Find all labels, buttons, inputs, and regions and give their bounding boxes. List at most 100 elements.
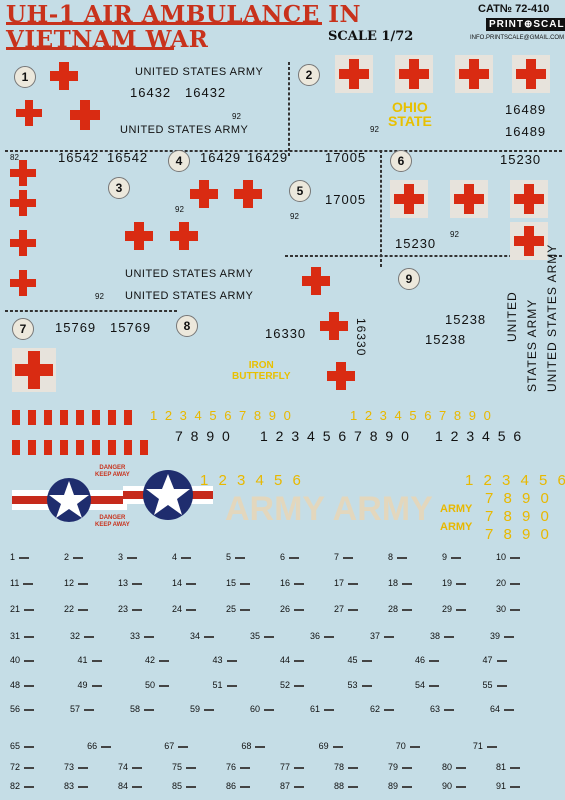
stencil-label: 65 [10,741,21,751]
red-cross-icon [10,190,36,216]
yellow-digits: 1 2 3 4 5 6 7 8 9 0 [150,408,293,423]
stencil-label: 23 [118,604,129,614]
stencil-number: 29 [442,604,467,614]
stencil-mark [19,556,30,559]
stencil-mark [510,608,521,611]
stencil-number: 79 [388,762,413,772]
red-cross-icon [394,184,424,214]
stencil-number: 44 [280,655,305,665]
stencil-mark [181,556,192,559]
stencil-number: 70 [396,741,420,751]
stencil-label: 42 [145,655,156,665]
stencil-label: 73 [64,762,75,772]
stencil-mark [294,684,305,687]
stencil-mark [289,556,300,559]
divider [5,310,177,312]
stencil-number: 76 [226,762,251,772]
stencil-mark [240,582,251,585]
stencil-number: 2 [64,552,84,562]
contact-email: INFO.PRINTSCALE@GMAIL.COM [470,35,565,41]
variant-badge-7: 7 [12,318,34,340]
stencil-mark [24,608,35,611]
stencil-label: 48 [10,680,21,690]
stencil-label: 9 [442,552,448,562]
stencil-mark [186,608,197,611]
black-digits: 1 2 3 4 5 6 7 8 9 0 [260,428,411,444]
stencil-label: 35 [250,631,261,641]
stencil-number: 33 [130,631,155,641]
stencil-mark [402,582,413,585]
stencil-label: 10 [496,552,507,562]
stencil-label: 19 [442,578,453,588]
stencil-mark [132,766,143,769]
stencil-number: 86 [226,781,251,791]
serial: 16432 [130,85,172,100]
stencil-number: 35 [250,631,275,641]
stencil-mark [186,785,197,788]
brand-logo: PRINT⊕SCALE [486,18,565,31]
stencil-number: 83 [64,781,89,791]
serial: 16489 [505,124,547,139]
serial: 15238 [425,332,467,347]
stencil-number: 5 [226,552,246,562]
stencil-mark [101,745,112,748]
stencil-label: 44 [280,655,291,665]
stencil-mark [456,785,467,788]
stencil-number: 12 [64,578,89,588]
stencil-number: 18 [388,578,413,588]
states-army-vertical: STATES ARMY [525,298,539,392]
stencil-number: 17 [334,578,359,588]
yellow-digits: 1 2 3 4 5 6 [200,472,304,489]
stencil-label: 32 [70,631,81,641]
stencil-label: 71 [472,741,483,751]
stencil-number: 10 [496,552,521,562]
nose-number: 92 [95,292,104,301]
stencil-mark [409,745,420,748]
divider [5,150,562,152]
usa-marking: UNITED STATES ARMY [120,124,249,136]
stencil-mark [24,745,35,748]
serial: 16542 [107,150,149,165]
stencil-number: 4 [172,552,192,562]
stencil-number: 49 [78,680,102,690]
stencil-mark [24,684,35,687]
stencil-number: 27 [334,604,359,614]
stencil-number: 41 [78,655,102,665]
red-stripe [44,440,52,455]
stencil-mark [504,708,515,711]
stencil-number: 36 [310,631,335,641]
stencil-number: 60 [250,704,275,714]
variant-badge-5: 5 [289,180,311,202]
stencil-label: 62 [370,704,381,714]
stencil-label: 59 [190,704,201,714]
stencil-label: 63 [430,704,441,714]
stencil-label: 86 [226,781,237,791]
stencil-label: 51 [212,680,223,690]
stencil-label: 33 [130,631,141,641]
red-cross-icon [302,267,330,295]
red-cross-icon [459,59,489,89]
stencil-label: 87 [280,781,291,791]
stencil-label: 5 [226,552,232,562]
red-stripe [108,410,116,425]
stencil-mark [78,608,89,611]
stencil-mark [186,582,197,585]
stencil-number: 57 [70,704,95,714]
stencil-number: 24 [172,604,197,614]
stencil-mark [486,745,497,748]
usa-marking: UNITED STATES ARMY [125,268,254,280]
red-cross-icon [50,62,78,90]
stencil-mark [294,659,305,662]
stencil-label: 3 [118,552,124,562]
stencil-label: 58 [130,704,141,714]
stencil-mark [264,635,275,638]
scale-label: SCALE 1/72 [328,29,414,44]
stencil-mark [127,556,138,559]
stencil-label: 37 [370,631,381,641]
stencil-label: 27 [334,604,345,614]
stencil-label: 81 [496,762,507,772]
stencil-number: 62 [370,704,395,714]
variant-badge-8: 8 [176,315,198,337]
stencil-label: 82 [10,781,21,791]
